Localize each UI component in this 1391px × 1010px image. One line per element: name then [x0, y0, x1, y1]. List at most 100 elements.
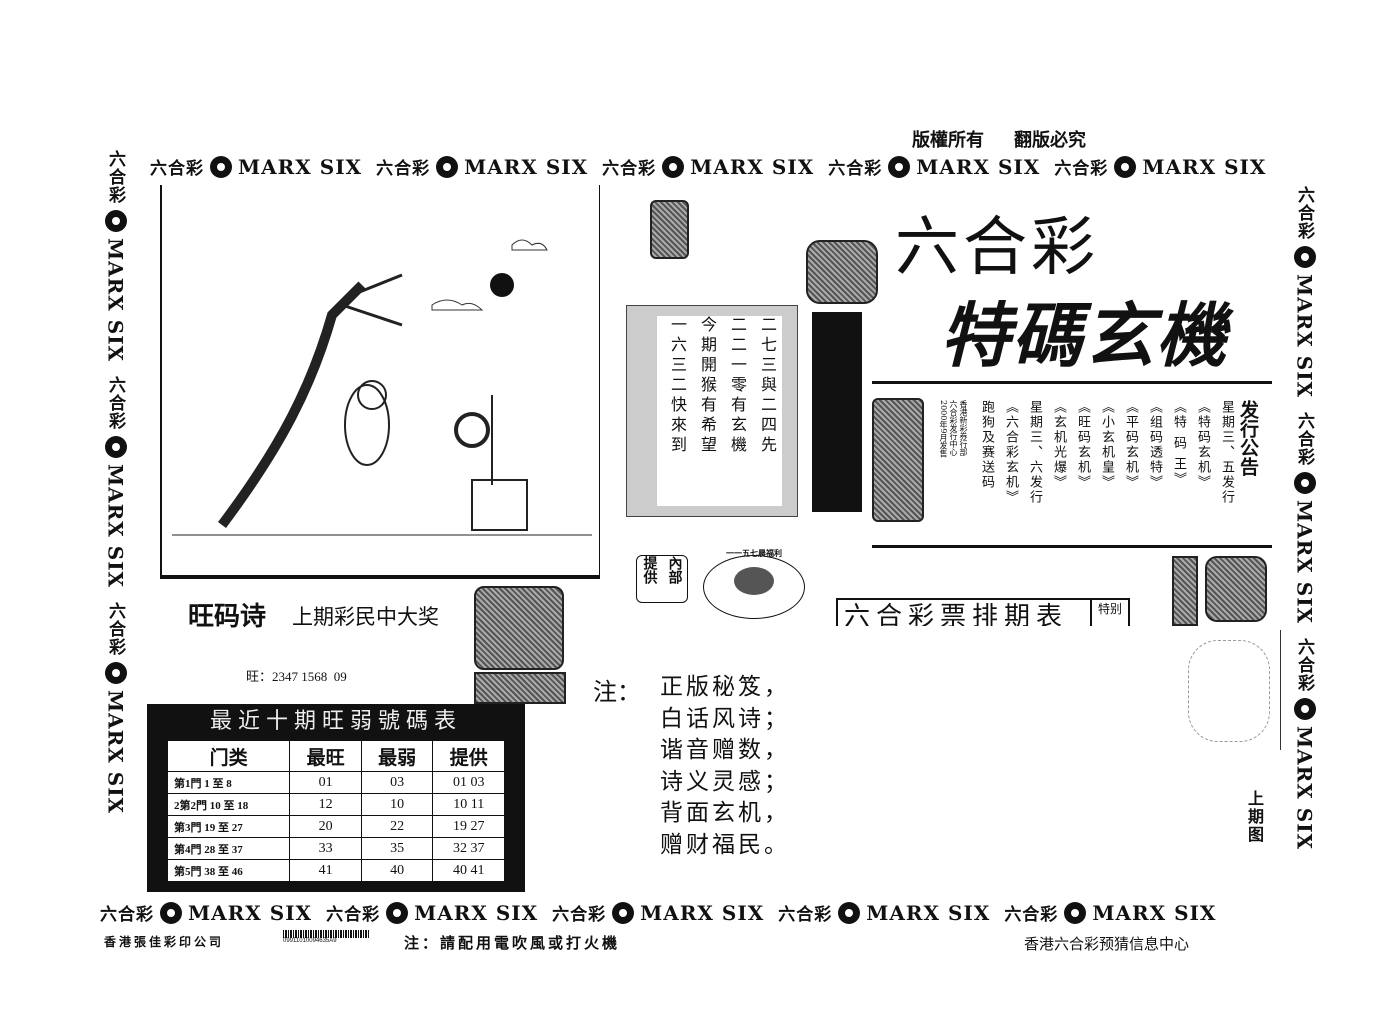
footer-notice: 注：請配用電吹風或打火機: [404, 934, 621, 952]
medallion: 一一五七晨福利: [703, 548, 805, 619]
copyright: 版權所有翻版必究: [912, 130, 1086, 151]
band-cn: 六合彩: [326, 905, 381, 925]
band-en: MARX SIX: [103, 238, 128, 363]
table-cell: 40 41: [432, 859, 505, 882]
flower-icon: [104, 662, 127, 685]
band-en: MARX SIX: [640, 900, 765, 925]
flower-icon: [1293, 246, 1316, 268]
divider: [872, 381, 1272, 384]
wang-poem-subtitle: 上期彩民中大奖: [292, 605, 439, 629]
schedule-header: 六合彩票排期表 特别: [836, 598, 1130, 626]
band-en: MARX SIX: [1292, 726, 1317, 851]
flower-icon: [160, 901, 182, 924]
wang-numbers: 旺：2347 1568 09: [246, 669, 347, 684]
band-unit: 六合彩 MARX SIX: [602, 154, 815, 180]
top-border-band: 六合彩 MARX SIX 六合彩 MARX SIX 六合彩 MARX SIX 六合彩 MARX…: [150, 154, 1280, 180]
band-unit: 六合彩 MARX SIX: [828, 154, 1041, 180]
table-cell: 10 11: [432, 793, 505, 816]
flower-icon: [888, 155, 911, 178]
table-cell: 03: [360, 771, 434, 794]
announce-item: 《小玄机皇》: [1099, 400, 1114, 490]
band-cn: 六合彩: [778, 905, 833, 925]
emblem-caption: [474, 672, 566, 704]
announce-item: 《旺码玄机》: [1075, 400, 1090, 490]
table-cell: 33: [289, 837, 362, 860]
band-en: MARX SIX: [916, 154, 1041, 179]
table-cell: 35: [360, 837, 434, 860]
band-en: MARX SIX: [103, 464, 128, 589]
wang-poem-title: 旺码诗: [188, 602, 267, 632]
poem-line: 二七三與二四先: [758, 316, 777, 456]
note-line: 诗义灵感；: [660, 768, 790, 795]
band-en: MARX SIX: [1292, 274, 1317, 399]
flower-icon: [436, 155, 459, 178]
table-cell: 01 03: [432, 771, 505, 794]
band-en: MARX SIX: [464, 154, 589, 179]
side-strip: [1172, 556, 1198, 626]
band-en: MARX SIX: [690, 154, 815, 179]
band-cn: 六合彩: [105, 602, 125, 657]
flower-icon: [210, 155, 232, 178]
table-header: 门类: [166, 740, 291, 772]
band-cn: 六合彩: [150, 159, 204, 179]
table-cell: 01: [289, 771, 362, 794]
band-cn: 六合彩: [1294, 412, 1314, 467]
note-line: 白话风诗；: [660, 705, 790, 732]
announce-item: 跑狗及赛送码: [979, 400, 994, 490]
announce-small: 2000年9月发售: [939, 400, 948, 458]
table-cell: 32 37: [432, 837, 505, 860]
band-cn: 六合彩: [602, 159, 657, 179]
band-en: MARX SIX: [238, 154, 363, 179]
band-cn: 六合彩: [1054, 159, 1109, 179]
table-cell: 40: [360, 859, 434, 882]
title-line1: 六合彩: [895, 211, 1099, 285]
band-cn: 六合彩: [828, 159, 883, 179]
table-cell: 第3門 19 至 27: [166, 815, 291, 838]
note-label: 注：: [593, 678, 641, 706]
table-title: 最近十期旺弱號碼表: [209, 709, 462, 734]
announce-small: 香港新彩券行部: [959, 400, 968, 456]
side-label: 上期图: [1248, 789, 1265, 844]
hook-ornament: [650, 200, 689, 259]
flower-icon: [386, 901, 409, 924]
announce-item: 《特 码 王》: [1171, 400, 1186, 488]
announce-item: 《六合彩玄机》: [1003, 400, 1018, 505]
divider: [1280, 630, 1281, 750]
divider: [872, 545, 1272, 548]
flower-icon: [838, 901, 861, 924]
table-cell: 第5門 38 至 46: [166, 859, 291, 882]
printer-name: 香港張佳彩印公司: [104, 935, 225, 949]
table-header: 最弱: [360, 740, 434, 772]
decorative-sketch: [1188, 640, 1270, 742]
band-cn: 六合彩: [100, 905, 154, 925]
table-cell: 第1門 1 至 8: [166, 771, 291, 794]
illustration: [160, 185, 600, 579]
announce-item: 《特码玄机》: [1195, 400, 1210, 490]
flower-icon: [104, 436, 127, 459]
table-cell: 2第2門 10 至 18: [166, 793, 291, 816]
announce-item: 《平码玄机》: [1123, 400, 1138, 490]
table-cell: 12: [289, 793, 362, 816]
flower-icon: [1064, 901, 1087, 924]
flower-icon: [1293, 472, 1316, 495]
flower-icon: [1293, 698, 1316, 721]
announce-heading: 发行公告: [1237, 400, 1259, 476]
